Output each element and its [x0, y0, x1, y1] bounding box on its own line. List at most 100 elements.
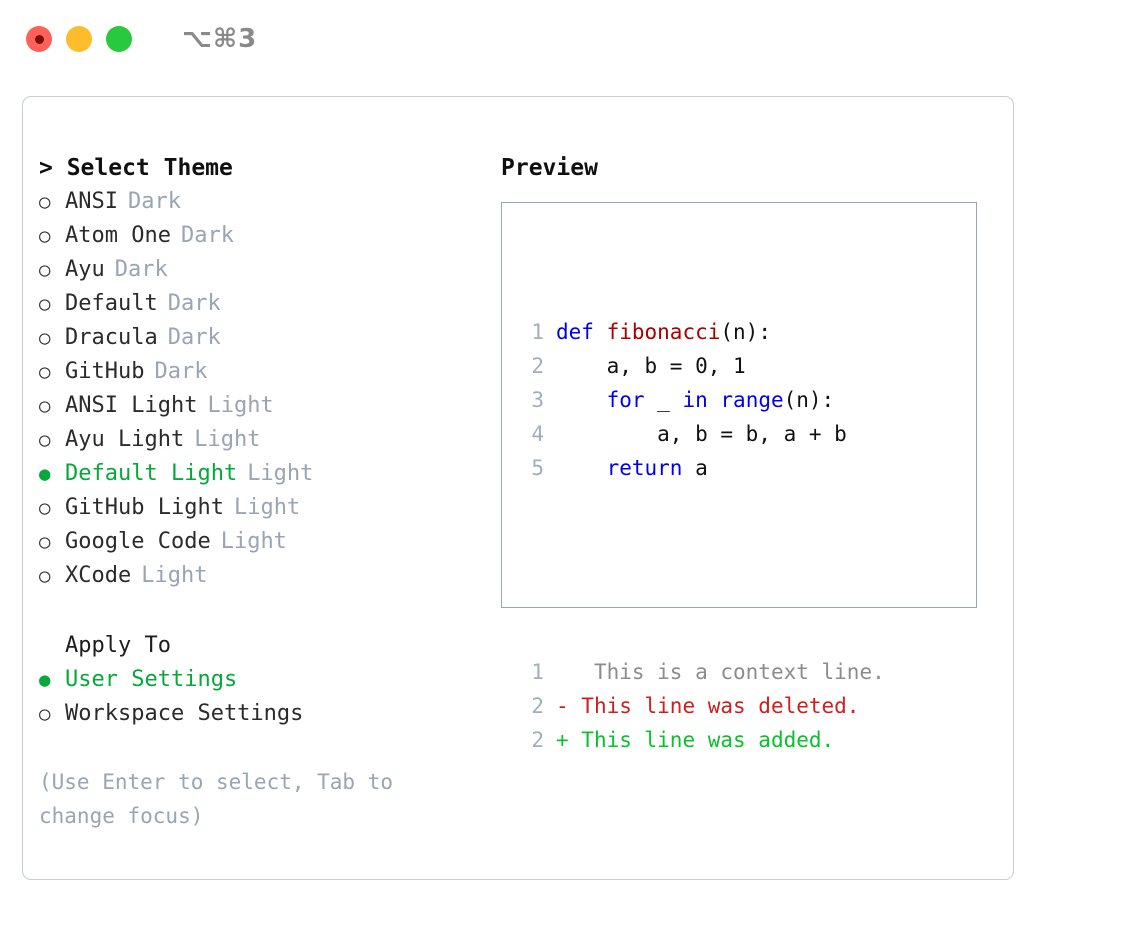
diff-line: 2 + This line was added. [514, 723, 885, 757]
code-token [556, 456, 607, 480]
radio-selected-icon: ● [39, 669, 51, 691]
theme-option-kind: Light [220, 529, 287, 554]
theme-option-name: Ayu Light [65, 427, 185, 452]
theme-option-name: Default [65, 291, 158, 316]
radio-unselected-icon: ○ [39, 191, 51, 213]
theme-option-default[interactable]: ○ Default Dark [39, 287, 494, 321]
theme-option-ansi[interactable]: ○ ANSI Dark [39, 185, 494, 219]
theme-option-name: ANSI [65, 189, 118, 214]
radio-unselected-icon: ○ [39, 361, 51, 383]
section-divider [39, 593, 494, 629]
preview-header: Preview [501, 155, 598, 181]
line-number: 5 [531, 456, 544, 480]
radio-unselected-icon: ○ [39, 327, 51, 349]
code-token: (n): [720, 320, 771, 344]
line-number: 1 [531, 660, 544, 684]
code-token: (n): [783, 388, 835, 412]
radio-unselected-icon: ○ [39, 395, 51, 417]
theme-option-ayu-light[interactable]: ○ Ayu Light Light [39, 423, 494, 457]
code-token: fibonacci [606, 320, 721, 344]
diff-marker: + [556, 728, 569, 752]
code-token [556, 388, 607, 412]
line-number: 2 [531, 728, 544, 752]
radio-unselected-icon: ○ [39, 565, 51, 587]
theme-option-name: Dracula [65, 325, 158, 350]
diff-sample: 1 This is a context line.2- This line wa… [514, 655, 885, 757]
code-token: def [556, 320, 594, 344]
radio-unselected-icon: ○ [39, 259, 51, 281]
apply-to-option-name: User Settings [65, 667, 238, 692]
diff-text: This is a context line. [568, 660, 885, 684]
code-line: 3 for _ in range(n): [514, 383, 885, 417]
theme-option-name: XCode [65, 563, 132, 588]
code-token: range [720, 388, 784, 412]
diff-text: This line was deleted. [568, 694, 860, 718]
minimize-button[interactable] [66, 26, 92, 52]
code-token [594, 320, 607, 344]
theme-option-name: Atom One [65, 223, 171, 248]
radio-unselected-icon: ○ [39, 703, 51, 725]
theme-option-kind: Dark [154, 359, 208, 384]
close-button[interactable] [26, 26, 52, 52]
theme-option-kind: Dark [127, 189, 181, 214]
code-token: for [606, 388, 645, 412]
select-theme-header: > Select Theme [39, 155, 233, 181]
theme-option-kind: Dark [167, 291, 221, 316]
theme-option-kind: Dark [114, 257, 168, 282]
diff-marker [556, 660, 569, 684]
theme-option-kind: Light [194, 427, 261, 452]
theme-option-ansi-light[interactable]: ○ ANSI Light Light [39, 389, 494, 423]
apply-to-option-list: ● User Settings ○Workspace Settings [39, 663, 494, 731]
theme-option-github[interactable]: ○ GitHub Dark [39, 355, 494, 389]
code-token: a, b = 0, 1 [556, 354, 746, 378]
theme-option-kind: Dark [167, 325, 221, 350]
theme-option-kind: Dark [180, 223, 234, 248]
theme-option-name: Default Light [65, 461, 238, 486]
theme-option-google-code[interactable]: ○ Google Code Light [39, 525, 494, 559]
diff-text: This line was added. [568, 728, 835, 752]
diff-line: 2- This line was deleted. [514, 689, 885, 723]
code-line: 2 a, b = 0, 1 [514, 349, 885, 383]
code-token: in [682, 388, 708, 412]
theme-option-name: Google Code [65, 529, 211, 554]
code-token: _ [644, 388, 683, 412]
theme-option-atom-one[interactable]: ○ Atom One Dark [39, 219, 494, 253]
theme-option-xcode[interactable]: ○ XCode Light [39, 559, 494, 593]
apply-to-option-user-settings[interactable]: ● User Settings [39, 663, 494, 697]
code-line: 4 a, b = b, a + b [514, 417, 885, 451]
theme-option-name: ANSI Light [65, 393, 198, 418]
diff-marker: - [556, 694, 569, 718]
maximize-button[interactable] [106, 26, 132, 52]
code-diff-spacer [514, 553, 885, 587]
radio-unselected-icon: ○ [39, 429, 51, 451]
apply-to-header: Apply To [65, 633, 171, 658]
theme-option-name: GitHub [65, 359, 145, 384]
radio-unselected-icon: ○ [39, 225, 51, 247]
keyboard-shortcut-label: ⌥⌘3 [182, 24, 258, 54]
theme-option-dracula[interactable]: ○ Dracula Dark [39, 321, 494, 355]
theme-option-default-light[interactable]: ● Default Light Light [39, 457, 494, 491]
line-number: 2 [531, 354, 544, 378]
code-token: return [606, 456, 683, 480]
line-number: 4 [531, 422, 544, 446]
theme-option-kind: Light [247, 461, 314, 486]
apply-to-option-workspace-settings[interactable]: ○Workspace Settings [39, 697, 494, 731]
radio-unselected-icon: ○ [39, 531, 51, 553]
theme-option-kind: Light [141, 563, 208, 588]
radio-selected-icon: ● [39, 463, 51, 485]
diff-line: 1 This is a context line. [514, 655, 885, 689]
title-bar: ⌥⌘3 [0, 0, 1140, 78]
keyboard-hint-text: (Use Enter to select, Tab to change focu… [39, 770, 394, 828]
radio-unselected-icon: ○ [39, 293, 51, 315]
theme-option-kind: Light [207, 393, 274, 418]
